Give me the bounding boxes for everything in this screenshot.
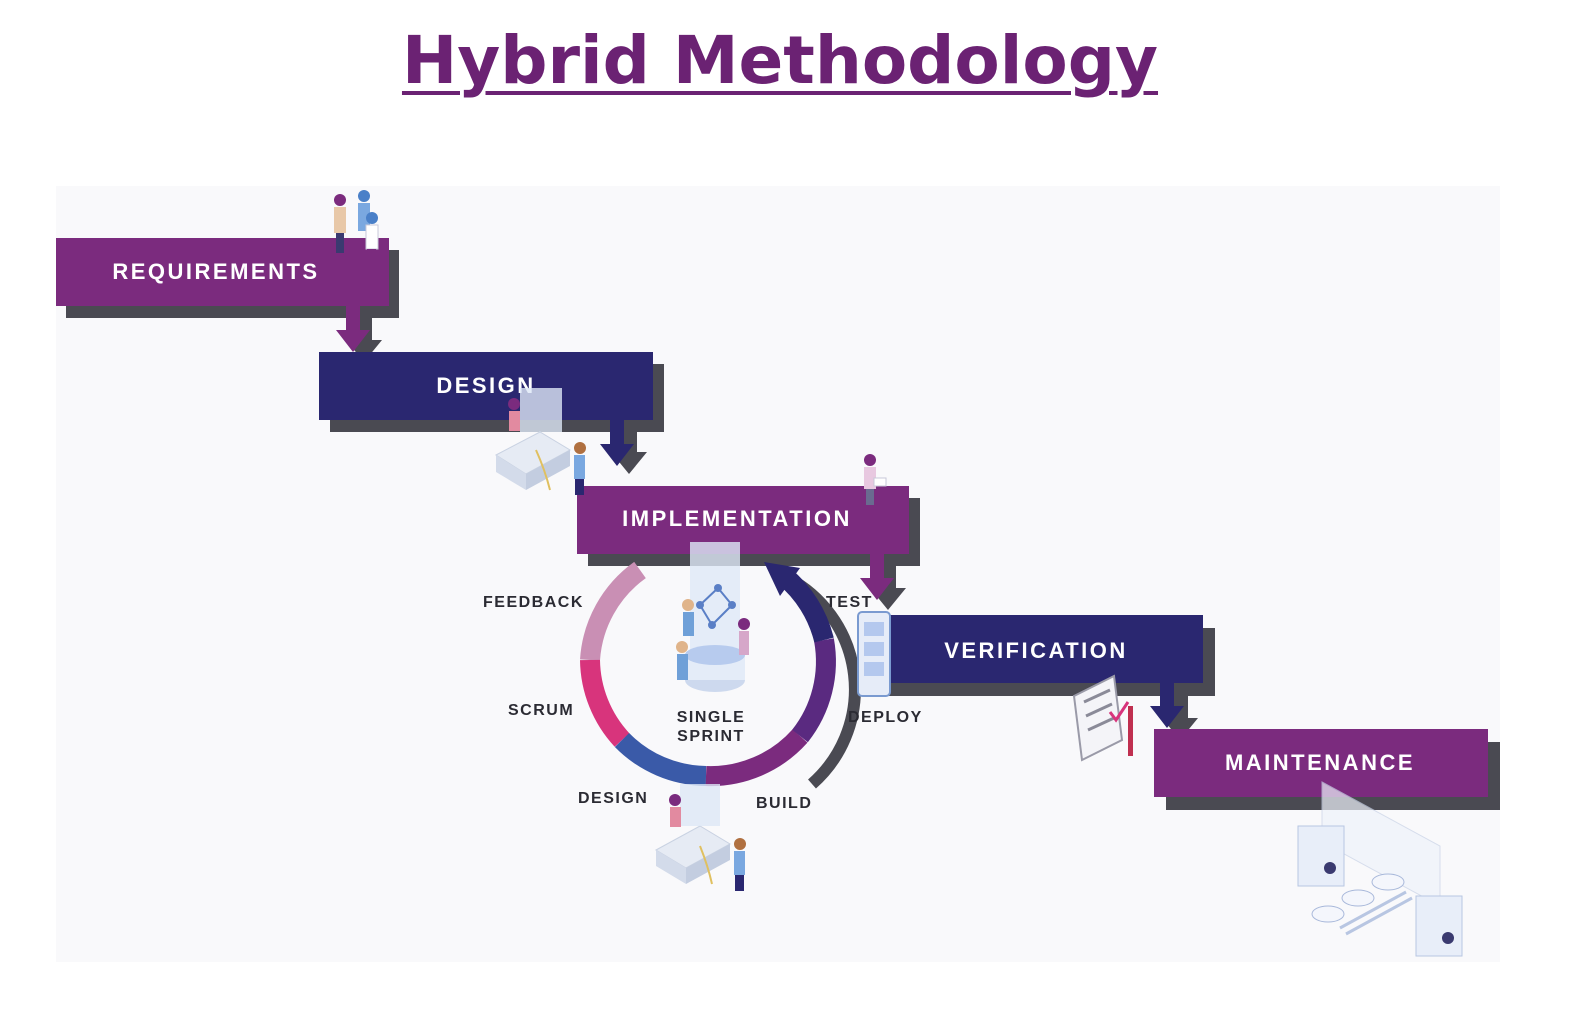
cycle-segment-test (777, 568, 834, 643)
arrow-design-to-implementation (600, 420, 634, 466)
maintenance-servers-illustration (1297, 781, 1463, 957)
sprint-cycle: SINGLE SPRINT FEEDBACK TEST SCRUM DEPLOY… (483, 542, 923, 812)
requirements-team-illustration (334, 190, 379, 267)
phase-label-requirements: REQUIREMENTS (112, 259, 319, 284)
cycle-segment-design (614, 732, 707, 786)
phase-label-verification: VERIFICATION (944, 638, 1128, 663)
phase-bar-requirements (56, 238, 389, 306)
cycle-segment-scrum (580, 659, 630, 747)
design-desk-illustration (495, 388, 586, 495)
cycle-label-test: TEST (826, 594, 873, 611)
cycle-label-build: BUILD (756, 795, 812, 812)
arrow-verification-to-maintenance (1150, 683, 1184, 728)
sprint-center-line1: SINGLE (677, 709, 746, 726)
sprint-center-line2: SPRINT (677, 728, 745, 745)
cycle-segment-build (705, 729, 808, 787)
phase-bar-implementation (577, 486, 909, 554)
arrow-requirements-to-design (336, 306, 370, 352)
design-cycle-desk-illustration (654, 784, 746, 891)
implementation-person-illustration (864, 454, 887, 505)
cycle-label-design: DESIGN (578, 790, 648, 807)
phase-bar-verification (870, 615, 1203, 683)
cycle-label-deploy: DEPLOY (848, 709, 923, 726)
sprint-team-illustration (676, 542, 750, 692)
cycle-arrowhead (764, 562, 800, 596)
phase-bar-design (319, 352, 653, 420)
cycle-label-scrum: SCRUM (508, 702, 574, 719)
cycle-label-feedback: FEEDBACK (483, 594, 584, 611)
arrow-implementation-to-verification (860, 554, 894, 600)
phase-label-maintenance: MAINTENANCE (1225, 750, 1415, 775)
phase-label-design: DESIGN (436, 373, 535, 398)
phase-label-implementation: IMPLEMENTATION (622, 506, 852, 531)
verification-checklist-illustration (1072, 674, 1133, 762)
phase-bar-maintenance (1154, 729, 1488, 797)
cycle-segment-feedback (580, 561, 647, 661)
test-device-illustration (857, 611, 891, 697)
page-title: Hybrid Methodology (401, 22, 1159, 99)
cycle-segment-deploy (792, 638, 836, 743)
